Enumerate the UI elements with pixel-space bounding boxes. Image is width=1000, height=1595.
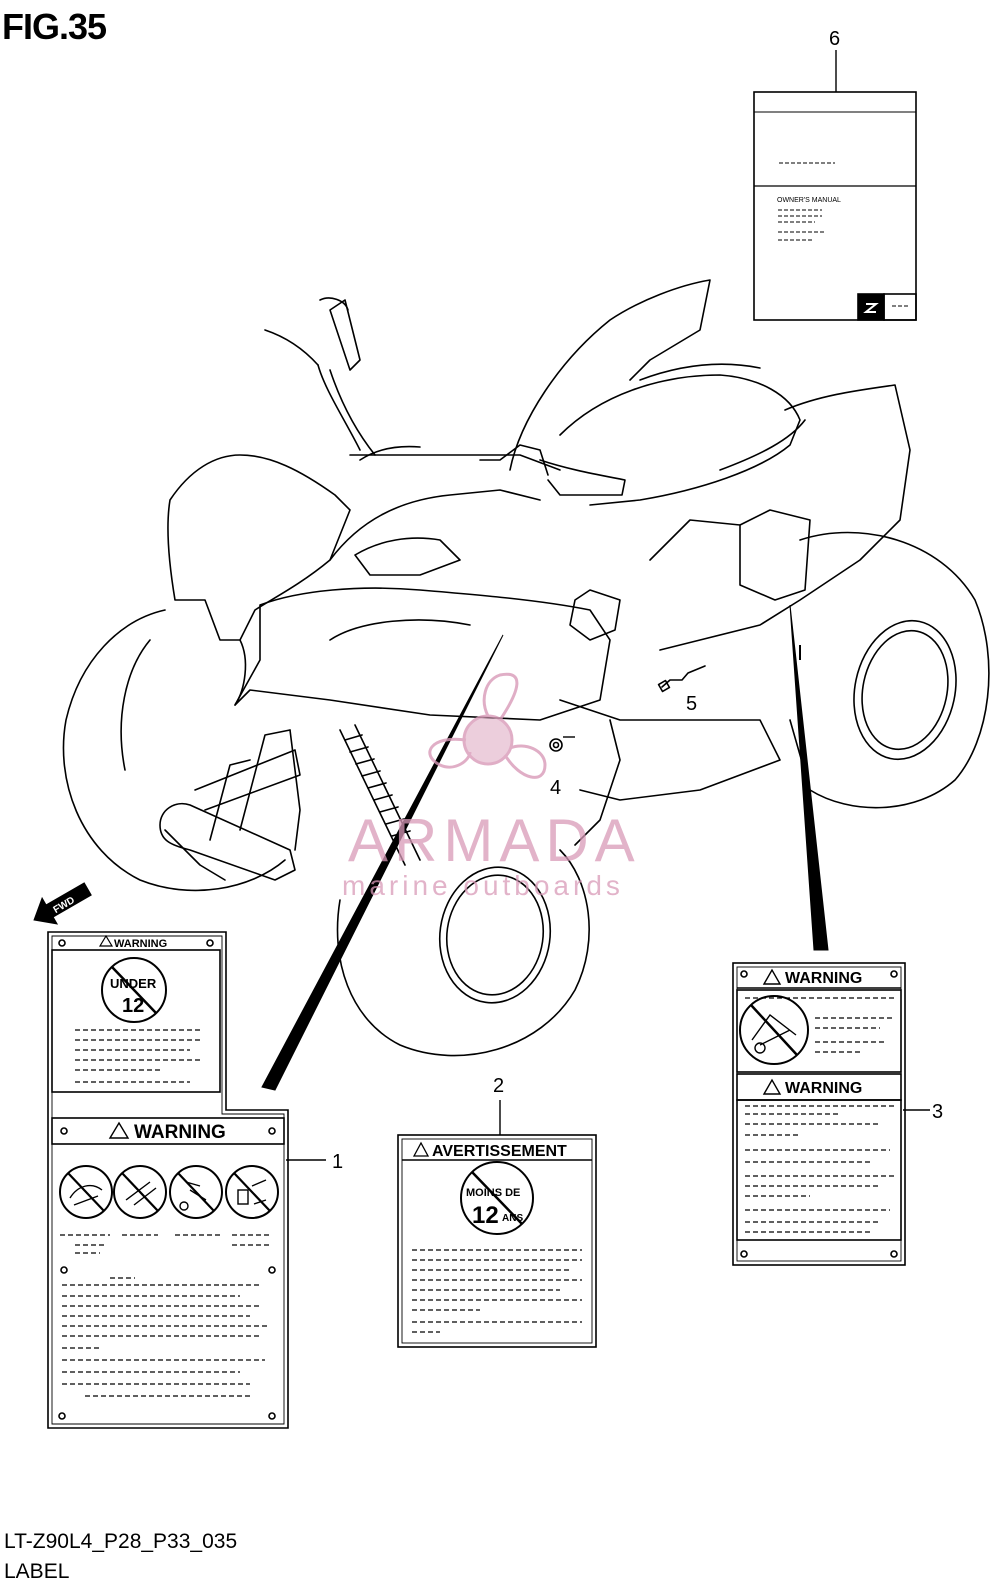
- owners-manual-booklet: [753, 91, 917, 321]
- no-paved-road-icon: [113, 1165, 167, 1219]
- leader-arrow-label-3: [789, 604, 829, 951]
- label-2-badge-line2: 12: [472, 1202, 499, 1229]
- label-3-header-2: WARNING: [785, 1080, 862, 1097]
- callout-2: 2: [493, 1075, 504, 1097]
- label-3-text-lines: [745, 997, 895, 1233]
- label-2-avertissement: [397, 1134, 597, 1348]
- no-towing-icon: [739, 995, 809, 1065]
- watermark-sub-text: marine outboards: [342, 870, 624, 901]
- label-3-warning: [732, 962, 906, 1266]
- label-text: WARNING UNDER 12 WARNING AVERTISSEMENT M…: [110, 197, 862, 1229]
- drawing-code: LT-Z90L4_P28_P33_035: [4, 1530, 238, 1553]
- label-1-text-lines: [60, 1029, 272, 1397]
- watermark-main-text: ARMADA: [348, 807, 641, 874]
- callout-4: 4: [550, 777, 561, 799]
- fwd-label: FWD: [52, 895, 77, 916]
- leader-lines: [261, 50, 930, 1161]
- no-alcohol-icon: [169, 1165, 223, 1219]
- no-stunt-icon: [225, 1165, 279, 1219]
- section-name: LABEL: [4, 1560, 70, 1583]
- callout-6: 6: [829, 28, 840, 50]
- label-1-badge-line1: UNDER: [110, 976, 157, 991]
- manual-text-lines: [778, 162, 910, 307]
- callout-3: 3: [932, 1101, 943, 1123]
- callout-5: 5: [686, 693, 697, 715]
- label-1-main-header: WARNING: [134, 1122, 226, 1143]
- label-2-text-lines: [412, 1249, 582, 1333]
- leader-arrow-label-1: [261, 634, 504, 1091]
- label-2-badge-line1: MOINS DE: [466, 1187, 520, 1199]
- atv-drawing: [62, 279, 990, 1057]
- label-2-header: AVERTISSEMENT: [432, 1143, 567, 1160]
- label-3-header-1: WARNING: [785, 970, 862, 987]
- callout-numbers: 1 2 3 4 5 6: [332, 28, 943, 1173]
- manual-line: OWNER'S MANUAL: [777, 197, 841, 204]
- label-1-warning: [47, 931, 289, 1429]
- fwd-arrow-icon: FWD: [33, 882, 92, 925]
- no-passenger-icon: [59, 1165, 113, 1219]
- callout-1: 1: [332, 1151, 343, 1173]
- label-1-top-header: WARNING: [114, 938, 167, 950]
- label-1-badge-line2: 12: [122, 995, 144, 1017]
- figure-title: FIG.35: [2, 6, 107, 47]
- watermark-logo-icon: [428, 672, 547, 779]
- label-2-badge-line3: ANS: [502, 1213, 523, 1224]
